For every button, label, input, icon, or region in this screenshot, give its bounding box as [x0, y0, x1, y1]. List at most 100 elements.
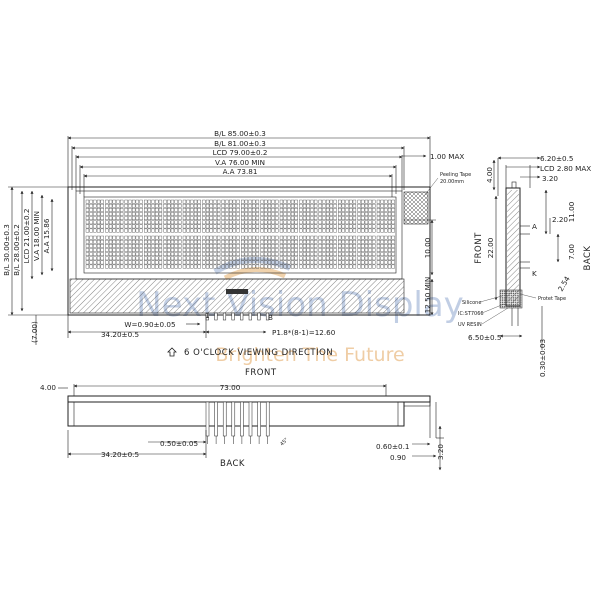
character-cell: [241, 235, 260, 269]
viewing-direction: 6 O'CLOCK VIEWING DIRECTION: [184, 348, 333, 358]
character-cell: [260, 235, 279, 269]
character-cell: [163, 199, 182, 233]
pin: [222, 312, 227, 321]
pin-1-label: 1: [205, 311, 210, 320]
character-cell: [241, 199, 260, 233]
side-dim-1100: 11.00: [567, 201, 576, 222]
bottom-front-label: FRONT: [245, 368, 277, 378]
viewing-area-outline: [83, 196, 397, 274]
peeling-tape: [403, 191, 429, 225]
bottom-back-label: BACK: [220, 459, 245, 469]
character-cell: [357, 199, 376, 233]
dim-max-100: 1.00 MAX: [430, 152, 464, 161]
character-cell: [318, 235, 337, 269]
character-cell: [163, 235, 182, 269]
bottom-pin: [265, 401, 270, 437]
side-label-k: K: [532, 269, 537, 278]
dim-aa-1586: A.A 15.86: [42, 218, 51, 253]
character-cell: [202, 199, 221, 233]
side-dim-254: 2.54: [556, 274, 572, 293]
dim-1000: 10.00: [423, 237, 432, 258]
dim-bl-30: B/L 30.00±0.3: [2, 224, 11, 276]
character-cell: [182, 235, 201, 269]
dim-3420: 34.20±0.5: [101, 330, 139, 339]
character-cell: [144, 235, 163, 269]
side-dim-030: 0.30±0.03: [538, 339, 547, 377]
side-silicone: Silicone: [462, 300, 481, 306]
dim-pin-width: W=0.90±0.05: [124, 320, 175, 329]
pin: [240, 312, 244, 321]
character-cell: [105, 199, 124, 233]
dim-va-76: V.A 76.00 MIN: [215, 158, 265, 167]
character-cell: [124, 199, 143, 233]
bottom-pin: [240, 401, 244, 437]
viewing-arrow-icon: [167, 347, 177, 357]
bottom-dim-3420: 34.20±0.5: [101, 450, 139, 459]
side-ic-area: [499, 289, 523, 309]
bottom-lcd-layer: [67, 395, 431, 403]
character-cell: [299, 199, 318, 233]
side-view: 6.20±0.5 LCD 2.80 MAX 3.20 4.00 11.00 2.…: [458, 154, 593, 377]
character-cell: [221, 199, 240, 233]
front-pins: [205, 289, 270, 321]
character-cell: [85, 235, 104, 269]
dim-bl-81: B/L 81.00±0.3: [214, 139, 266, 148]
side-dim-lcd-280: LCD 2.80 MAX: [540, 164, 591, 173]
side-uv-resin: UV RESIN: [458, 322, 482, 328]
front-view: B/L 85.00±0.3 B/L 81.00±0.3 LCD 79.00±0.…: [2, 129, 471, 358]
dim-va-18: V.A 18.00 MIN: [32, 211, 41, 261]
pin: [265, 312, 270, 321]
character-cell: [357, 235, 376, 269]
character-cell: [279, 235, 298, 269]
side-dim-320: 3.20: [542, 174, 558, 183]
character-cell: [376, 235, 395, 269]
pin-b-label: B: [268, 313, 273, 322]
bottom-backlight-body: [67, 401, 405, 427]
character-cell: [105, 235, 124, 269]
side-back-label: BACK: [583, 245, 593, 270]
character-cell: [376, 199, 395, 233]
bottom-pins: [205, 401, 270, 444]
peeling-tape-size: 20.00mm: [440, 179, 464, 185]
pin: [257, 312, 261, 321]
pin: [248, 312, 252, 321]
side-dim-400: 4.00: [485, 167, 494, 183]
dim-700: (7.00): [30, 321, 39, 343]
bottom-pin: [222, 401, 227, 437]
character-cell: [260, 199, 279, 233]
character-matrix: [85, 199, 395, 269]
character-cell: [221, 235, 240, 269]
pin: [214, 312, 218, 321]
dim-lcd-21: LCD 21.00±0.2: [22, 209, 31, 264]
bottom-angle: 45°: [279, 437, 290, 448]
character-cell: [85, 199, 104, 233]
side-protect-tape: Protet Tape: [538, 296, 566, 302]
character-cell: [144, 199, 163, 233]
bottom-pin: [214, 401, 218, 437]
character-cell: [338, 235, 357, 269]
character-cell: [299, 235, 318, 269]
bottom-dim-050: 0.50±0.05: [160, 439, 198, 448]
pcb-hatched-area: [69, 278, 405, 314]
side-dim-650: 6.50±0.5: [468, 333, 501, 342]
bottom-pin: [231, 401, 236, 437]
dim-1250: 12.50 MIN: [423, 277, 432, 314]
side-front-label: FRONT: [474, 232, 484, 264]
bottom-dim-090: 0.90: [390, 453, 406, 462]
peeling-tape-label: Peeling Tape: [440, 172, 471, 178]
side-dim-700: 7.00: [567, 244, 576, 260]
bottom-pin: [205, 401, 210, 437]
side-label-a: A: [532, 222, 537, 231]
dim-pitch: P1.8*(8-1)=12.60: [272, 328, 336, 337]
character-cell: [279, 199, 298, 233]
bottom-view: FRONT BACK 73.00 4.00 45° 0.50±0.05 34.2…: [40, 368, 445, 471]
bottom-dim-060: 0.60±0.1: [376, 442, 409, 451]
dim-bl-28: B/L 28.00±0.2: [12, 224, 21, 276]
dim-lcd-79: LCD 79.00±0.2: [213, 148, 268, 157]
character-cell: [338, 199, 357, 233]
character-cell: [202, 235, 221, 269]
character-cell: [124, 235, 143, 269]
bottom-dim-7300: 73.00: [220, 383, 241, 392]
dim-bl-85: B/L 85.00±0.3: [214, 129, 266, 138]
character-cell: [318, 199, 337, 233]
